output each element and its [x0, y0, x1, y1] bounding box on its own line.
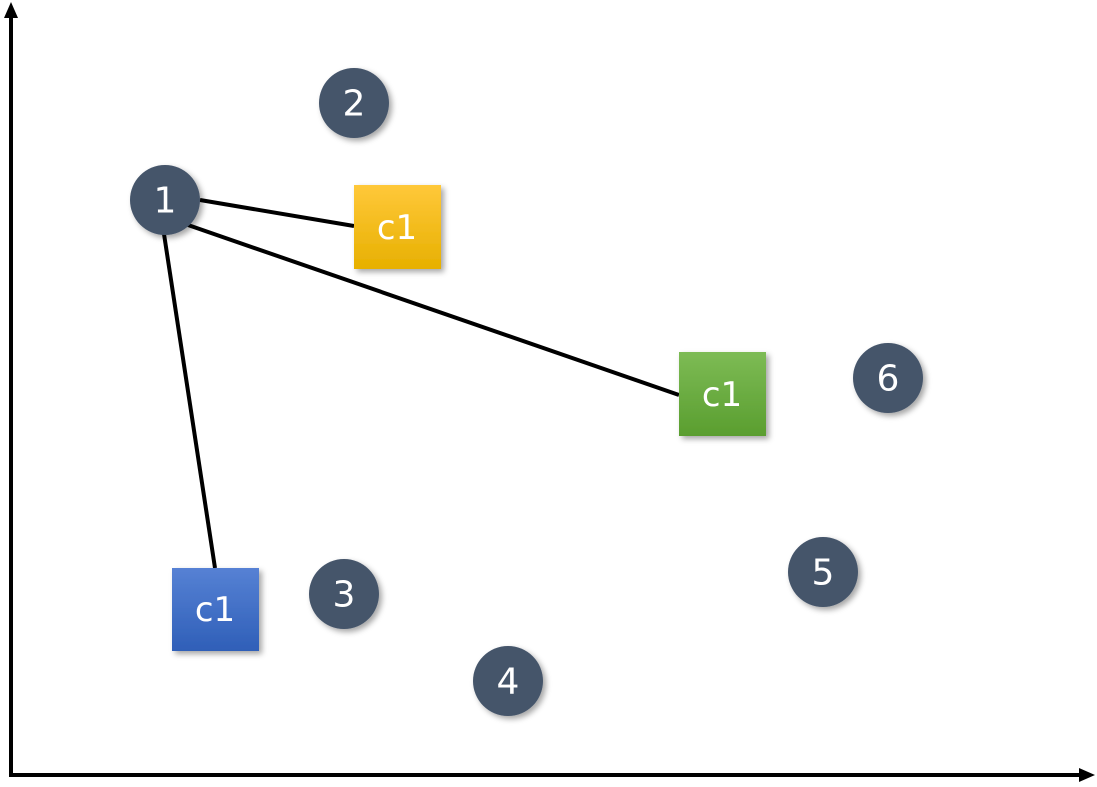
point-label: 1 [154, 181, 177, 222]
point-label: 6 [877, 359, 900, 400]
point-3: 3 [309, 559, 379, 629]
line-p1-c-yellow [199, 198, 355, 228]
centroid-label: c1 [702, 375, 742, 415]
point-5: 5 [788, 537, 858, 607]
line-p1-c-green [187, 223, 680, 397]
point-label: 4 [497, 662, 520, 703]
line-p1-c-blue [162, 233, 217, 569]
point-label: 5 [812, 553, 835, 594]
centroid-label: c1 [377, 208, 417, 248]
axes [4, 2, 1095, 782]
y-axis-arrow-icon [4, 2, 18, 18]
point-6: 6 [853, 343, 923, 413]
point-label: 2 [343, 84, 366, 125]
distance-lines [162, 198, 680, 569]
point-4: 4 [473, 646, 543, 716]
x-axis-arrow-icon [1079, 768, 1095, 782]
point-label: 3 [333, 575, 356, 616]
point-2: 2 [319, 68, 389, 138]
centroid-c-yellow: c1 [354, 185, 441, 269]
point-1: 1 [130, 165, 200, 235]
centroid-c-green: c1 [679, 352, 766, 436]
centroid-c-blue: c1 [172, 568, 259, 651]
centroid-label: c1 [195, 590, 235, 630]
